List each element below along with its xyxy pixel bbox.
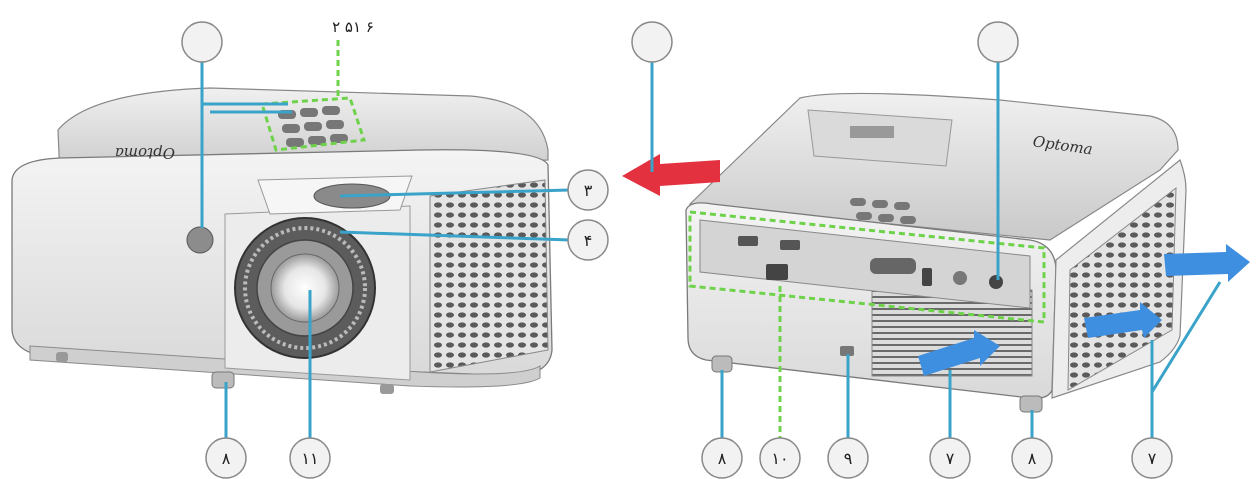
callout-circle-7b [1131, 437, 1173, 479]
callout-label-8a: ۸ [222, 449, 231, 468]
callout-label-8b: ۸ [718, 449, 727, 468]
callout-label-7b: ۷ [1148, 449, 1157, 468]
callout-circle-10 [759, 437, 801, 479]
callout-circle-unlabeled-1 [181, 21, 223, 63]
callout-circle-unlabeled-3 [977, 21, 1019, 63]
callout-label-4: ۴ [584, 231, 593, 250]
callout-circle-8c [1011, 437, 1053, 479]
rear-keypad [850, 198, 916, 224]
top-callout-text: ۲ ۵۱ ۶ [332, 18, 374, 36]
callout-lines [200, 60, 1222, 440]
io-panel-highlight [688, 210, 1046, 324]
brand-front: Optoma [115, 144, 175, 162]
highlight-dash-lines [336, 40, 782, 440]
callout-circle-3 [567, 169, 609, 211]
callout-label-3: ۳ [584, 181, 593, 200]
callout-circles [181, 21, 1173, 479]
callout-labels: ۳ ۴ ۸ ۱۱ ۸ ۱۰ ۹ ۷ ۸ ۷ [222, 181, 1157, 468]
callout-label-9: ۹ [844, 449, 853, 468]
callout-label-10: ۱۰ [771, 449, 788, 468]
io-ports [738, 236, 1003, 289]
callout-label-8c: ۸ [1028, 449, 1037, 468]
callout-circle-unlabeled-2 [631, 21, 673, 63]
callout-circle-11 [289, 437, 331, 479]
callout-circle-8b [701, 437, 743, 479]
airflow-in-arrows [918, 244, 1250, 376]
callout-label-7a: ۷ [946, 449, 955, 468]
keypad-highlight [260, 96, 367, 152]
front-projector: Optoma [11, 87, 553, 394]
callout-circle-8a [205, 437, 247, 479]
airflow-out-arrow [622, 154, 720, 196]
callout-label-11: ۱۱ [301, 449, 318, 468]
callout-circle-9 [827, 437, 869, 479]
callout-circle-7a [929, 437, 971, 479]
callout-circle-4 [567, 219, 609, 261]
